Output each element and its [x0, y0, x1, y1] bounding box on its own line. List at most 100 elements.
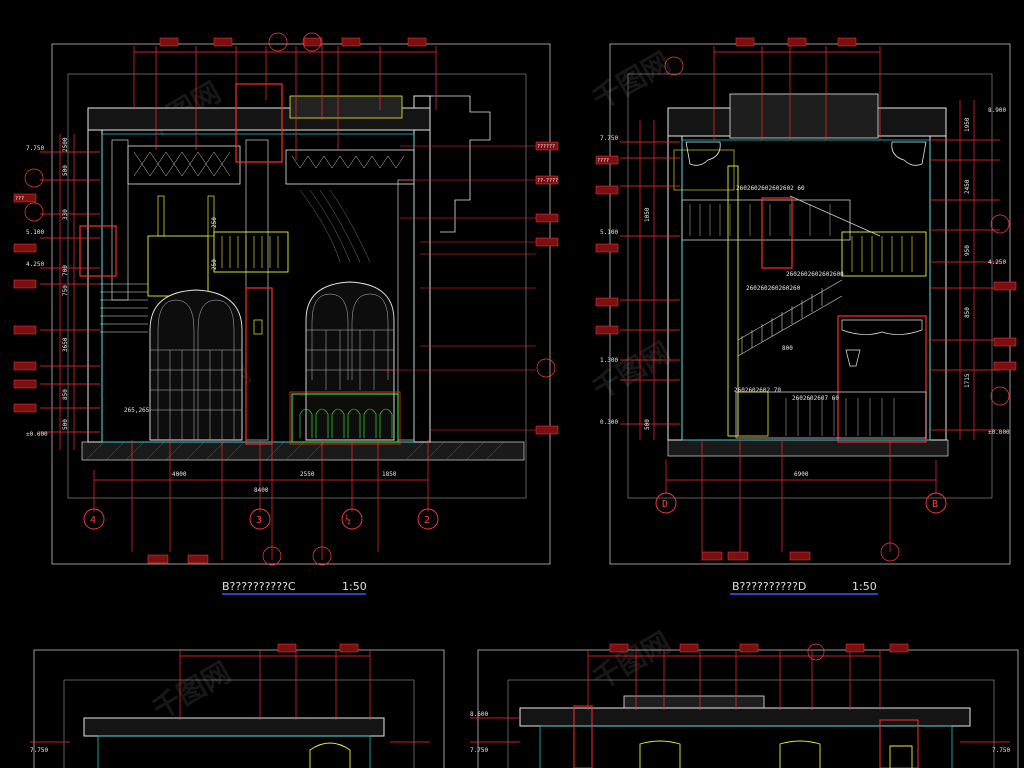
- lower-railing: [735, 391, 927, 439]
- chimney-post: [207, 195, 215, 237]
- floor-hatch: [85, 441, 505, 461]
- vdim-text: 2450: [964, 179, 971, 194]
- dimension-lines-left: [40, 134, 100, 450]
- upper-balustrade-right: [285, 149, 415, 185]
- vdim-text: 330: [62, 209, 69, 220]
- column-2: [245, 139, 269, 441]
- vdim-text: 3650: [62, 337, 69, 352]
- tag-boxes: [609, 643, 909, 653]
- gothic-window-left-tracery: [150, 299, 242, 440]
- detail-box-red: [837, 315, 927, 443]
- vdim-text: 1950: [964, 117, 971, 132]
- tag-boxes: [595, 37, 1017, 561]
- vdim-text: 1050: [644, 207, 651, 222]
- newel-post: [737, 391, 769, 437]
- level-text: 4.250: [988, 259, 1006, 266]
- axis-bubbles-left: [83, 508, 439, 530]
- dimension-lines-top: [470, 650, 1010, 743]
- vdim-text: 750: [62, 285, 69, 296]
- vdim-text: 700: [62, 265, 69, 276]
- stair-dim: 2602602607 60: [792, 395, 839, 402]
- level-text: 8.600: [470, 711, 488, 718]
- dimension-lines-right: [930, 100, 1000, 440]
- decor-arch: [841, 319, 923, 335]
- floor-slab: [81, 441, 525, 461]
- section-markers: [664, 56, 1010, 562]
- level-text: 1.300: [600, 357, 618, 364]
- ceiling-slab: [83, 717, 385, 737]
- tag-text: ????: [597, 158, 609, 164]
- tag-text: ???: [15, 196, 24, 202]
- inner-frame: [627, 73, 993, 499]
- upper-balustrade-right-pattern: [291, 155, 405, 169]
- vdim-text: 1715: [964, 373, 971, 388]
- right-profile: [430, 95, 491, 233]
- lower-stair: [737, 279, 843, 357]
- vertical-dim-texts: 1950 2450 950 850 1715 1050 500: [644, 117, 971, 430]
- drawing-scale-left: 1:50: [342, 580, 367, 593]
- outer-frame: [51, 43, 551, 565]
- dimension-lines-top: [133, 46, 437, 160]
- left-wall: [87, 107, 103, 443]
- dimension-text: 2550: [300, 471, 315, 478]
- vertical-dim-texts: 2500 500 330 700 750 3650 850 500: [62, 137, 69, 430]
- level-text: 4.250: [26, 261, 44, 268]
- ceiling-slab: [519, 707, 971, 727]
- cornice-right: [891, 141, 927, 166]
- stair-treads: [100, 283, 148, 333]
- outer-frame: [33, 649, 445, 768]
- balcony-balusters: [851, 236, 913, 272]
- tag-boxes: [277, 643, 359, 653]
- watermark-text: 千图网: [587, 45, 676, 116]
- dimension-lines-top: [30, 650, 430, 743]
- vdim-text: 950: [964, 245, 971, 256]
- stair-dimension-texts: 2602602602602602 60 2602602602602600 260…: [734, 185, 844, 402]
- dimension-lines-top: [713, 46, 881, 140]
- vdim-text: 850: [964, 307, 971, 318]
- interior-outline: [97, 735, 371, 768]
- bench-green: [291, 393, 399, 443]
- inner-frame: [507, 679, 995, 768]
- interior-outline: [539, 725, 953, 768]
- vdim-text: 500: [62, 419, 69, 430]
- level-text: ±0.000: [26, 431, 48, 438]
- balcony-railing: [841, 231, 927, 277]
- detail-box-red: [235, 83, 283, 163]
- leader-lines-right: [380, 145, 536, 431]
- level-text: 7.750: [600, 135, 618, 142]
- stair-dim: 2602602602 70: [734, 387, 781, 394]
- inner-frame: [63, 679, 415, 768]
- level-text: 0.300: [600, 419, 618, 426]
- elevation-right: D B 6900 7.750 5.100 1.300 0.300 8.900 4…: [595, 37, 1017, 595]
- detail-box-red: [761, 197, 793, 269]
- bench-arches: [299, 408, 393, 438]
- upper-railing-balusters: [689, 204, 831, 236]
- dimension-text: 6900: [794, 471, 809, 478]
- stair-column: [727, 165, 739, 437]
- level-text: 7.750: [470, 747, 488, 754]
- level-text: 5.100: [26, 229, 44, 236]
- detail-box-red: [573, 705, 593, 768]
- tag-text: ??????: [537, 144, 555, 150]
- detail-box-red: [879, 719, 919, 768]
- axis-label: 3: [256, 515, 262, 526]
- stair-landing: [147, 235, 209, 297]
- vdim-text: 2500: [62, 137, 69, 152]
- stair-dim: 2602602602602600: [786, 271, 844, 278]
- axis-bubbles-right: [655, 492, 947, 514]
- yellow-frame: [673, 149, 735, 191]
- elevation-bottom-left: 7.750: [30, 643, 445, 768]
- balcony-railing: [213, 231, 289, 273]
- dimension-text: 4000: [172, 471, 187, 478]
- dimension-lines-bottom: [93, 440, 429, 560]
- vdim-text: 500: [62, 165, 69, 176]
- lower-railing-balusters: [785, 398, 895, 436]
- axis-label: B: [932, 499, 938, 510]
- vdim-text: 500: [644, 419, 651, 430]
- roof-box: [729, 93, 879, 139]
- watermark-text: 千图网: [587, 625, 676, 696]
- axis-label: 4: [90, 515, 96, 526]
- level-text: 7.750: [992, 747, 1010, 754]
- axis-label: ½: [345, 514, 351, 526]
